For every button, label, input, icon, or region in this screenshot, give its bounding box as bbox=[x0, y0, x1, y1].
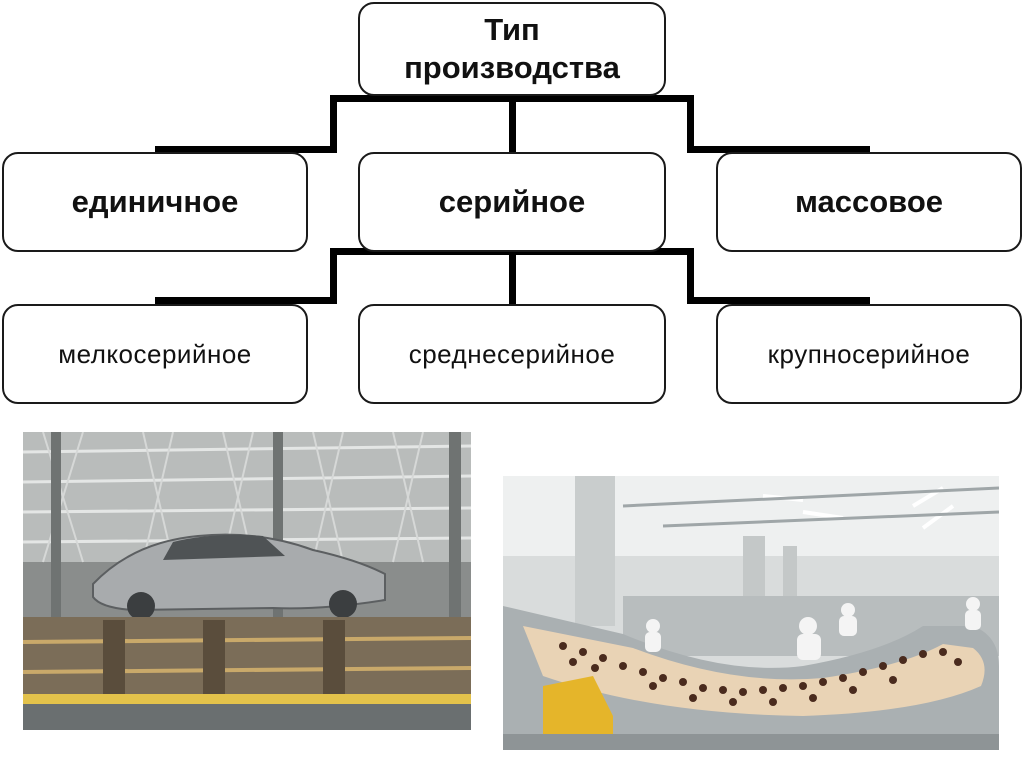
node-small-serial: мелкосерийное bbox=[2, 304, 308, 404]
node-mass-label: массовое bbox=[794, 184, 943, 219]
connector-small-arm bbox=[155, 297, 337, 304]
node-serial: серийное bbox=[358, 152, 666, 252]
conveyor-photo bbox=[503, 476, 999, 750]
connector-small-drop bbox=[330, 248, 337, 304]
node-medium-serial: среднесерийное bbox=[358, 304, 666, 404]
node-single-label: единичное bbox=[71, 184, 239, 219]
connector-left-arm bbox=[155, 146, 337, 153]
car-assembly-photo bbox=[23, 432, 471, 730]
connector-left-drop bbox=[330, 95, 337, 153]
node-serial-label: серийное bbox=[438, 184, 586, 219]
connector-medium-drop bbox=[509, 248, 516, 304]
node-small-serial-label: мелкосерийное bbox=[58, 338, 252, 369]
root-title-line2: производства bbox=[404, 50, 620, 85]
connector-center-drop bbox=[509, 95, 516, 153]
connector-large-arm bbox=[687, 297, 870, 304]
connector-right-drop bbox=[687, 95, 694, 153]
connector-large-drop bbox=[687, 248, 694, 304]
node-single: единичное bbox=[2, 152, 308, 252]
root-node: Тип производства bbox=[358, 2, 666, 96]
root-title-line1: Тип bbox=[484, 12, 540, 47]
node-medium-serial-label: среднесерийное bbox=[408, 338, 616, 369]
node-mass: массовое bbox=[716, 152, 1022, 252]
node-large-serial-label: крупносерийное bbox=[767, 338, 971, 369]
node-large-serial: крупносерийное bbox=[716, 304, 1022, 404]
connector-right-arm bbox=[687, 146, 870, 153]
